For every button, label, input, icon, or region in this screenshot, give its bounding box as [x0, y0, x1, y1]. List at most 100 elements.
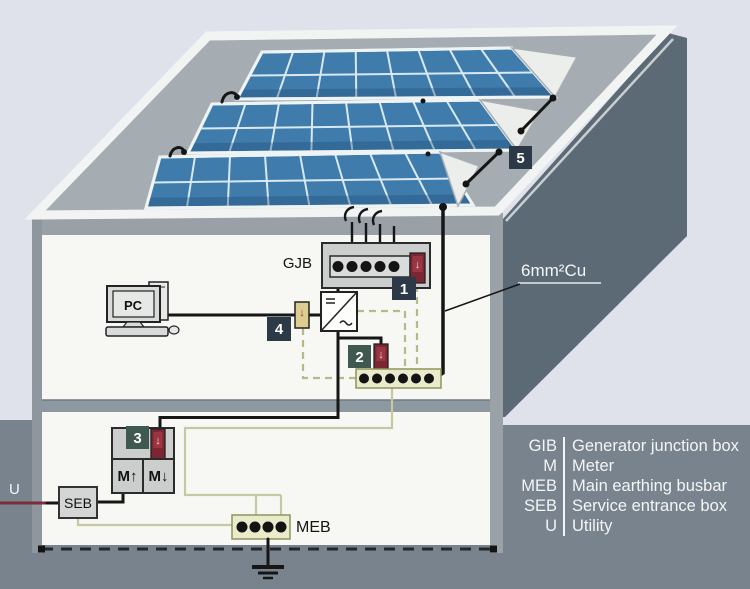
legend-desc: Meter	[572, 457, 615, 475]
terminal	[346, 261, 358, 272]
seb-label: SEB	[64, 495, 92, 511]
cable-entry-arc	[357, 207, 369, 224]
terminal	[249, 521, 261, 533]
meter-to-seb	[95, 491, 125, 504]
legend-abbr: M	[543, 457, 557, 475]
earth-wiring-lower	[76, 388, 394, 527]
pc-screen	[112, 290, 155, 318]
meter-export-cell	[142, 458, 175, 494]
solar-array-2	[185, 98, 542, 155]
terminal	[236, 521, 248, 533]
panel-stand	[510, 46, 579, 99]
marker-number: 5	[516, 150, 524, 167]
legend-abbr: GIB	[529, 437, 557, 455]
wall-right-dark	[503, 33, 687, 417]
cable-spec-callout: 6mm²Cu	[444, 261, 601, 312]
cable-lug	[549, 94, 557, 102]
terminal	[359, 373, 369, 384]
cable-lug	[517, 127, 525, 135]
keyboard	[105, 326, 169, 337]
cable-entry-arc	[371, 209, 383, 226]
cable-lug	[420, 98, 426, 104]
wall-right-column	[490, 213, 503, 553]
marker-number: 4	[275, 321, 284, 338]
marker-box	[509, 146, 532, 169]
fascia-inner-stripe	[505, 38, 674, 222]
terminal	[275, 521, 287, 533]
marker-4: 4	[267, 317, 291, 341]
callout-pointer	[444, 283, 521, 312]
ground-strip	[0, 545, 750, 589]
service-entrance-box: SEB	[58, 486, 98, 519]
dc-symbol	[326, 298, 335, 304]
foundation-end	[38, 545, 45, 553]
solar-array-1	[234, 46, 579, 101]
legend-desc: Main earthing busbar	[572, 477, 728, 495]
marker-number: 2	[355, 349, 363, 366]
eave-band	[42, 213, 497, 235]
main-earthing-busbar	[231, 514, 291, 540]
pc-label: PC	[124, 298, 143, 313]
panel-grid	[144, 150, 476, 210]
cable-lug	[234, 94, 240, 100]
terminal	[398, 373, 408, 384]
marker-number: 3	[133, 430, 141, 447]
marker-2: 2	[348, 345, 371, 368]
down-arrow-icon: ↓	[155, 435, 161, 447]
terminal	[424, 373, 434, 384]
earth-electrode	[252, 537, 284, 580]
arrester-window	[412, 256, 423, 272]
meter-export-label: M↓	[149, 468, 169, 485]
earth-wire-loop	[183, 388, 394, 497]
marker-3: 3	[126, 426, 149, 449]
cable-lug	[425, 151, 431, 157]
data-surge-protector: ↓	[294, 301, 310, 329]
foundation-end	[490, 545, 497, 553]
inverter	[320, 291, 358, 332]
panel-frame	[144, 150, 476, 210]
arrester-window	[376, 347, 386, 361]
legend-desc: Utility	[572, 517, 613, 535]
legend-abbr: SEB	[524, 497, 557, 515]
down-arrow-icon: ↓	[378, 349, 384, 361]
cable-entry-arc	[343, 205, 355, 222]
generator-junction-box: ↓	[321, 242, 431, 289]
seb-box	[58, 486, 98, 519]
legend-abbr: MEB	[521, 477, 557, 495]
terminal	[360, 261, 372, 272]
equipotential-busbar	[355, 368, 442, 389]
wall-left-column	[32, 213, 42, 553]
inverter-diagonal	[320, 291, 358, 332]
terminal	[374, 261, 386, 272]
string-cable	[464, 150, 501, 186]
legend: GIB Generator junction box M Meter MEB M…	[521, 437, 740, 536]
marker-5: 5	[509, 146, 532, 169]
arrester-window	[153, 432, 163, 448]
down-arrow-icon: ↓	[415, 259, 421, 271]
terminal	[262, 521, 274, 533]
down-arrow-icon: ↓	[299, 307, 305, 319]
earth-wire-seb	[76, 518, 233, 527]
legend-abbr: U	[545, 517, 557, 535]
earth-wire-inverter	[357, 309, 407, 370]
terminal	[372, 373, 382, 384]
panel-grid	[185, 98, 520, 155]
legend-desc: Service entrance box	[572, 497, 728, 515]
cable-lug	[181, 149, 187, 155]
terminal	[332, 261, 344, 272]
floor-band	[42, 400, 490, 412]
earth-lug	[439, 203, 447, 211]
array-interconnect-cables	[168, 91, 557, 188]
marker-1: 1	[392, 277, 416, 300]
mouse	[168, 325, 180, 335]
pc-workstation: PC	[105, 281, 180, 337]
meter-import-label: M↑	[118, 468, 138, 485]
utility-label: U	[9, 481, 20, 498]
ac-symbol	[339, 320, 353, 326]
cable-spec-label: 6mm²Cu	[521, 261, 586, 280]
panel-stand	[478, 98, 542, 152]
marker-box	[392, 277, 416, 300]
terminal	[411, 373, 421, 384]
marker-box	[126, 426, 149, 449]
